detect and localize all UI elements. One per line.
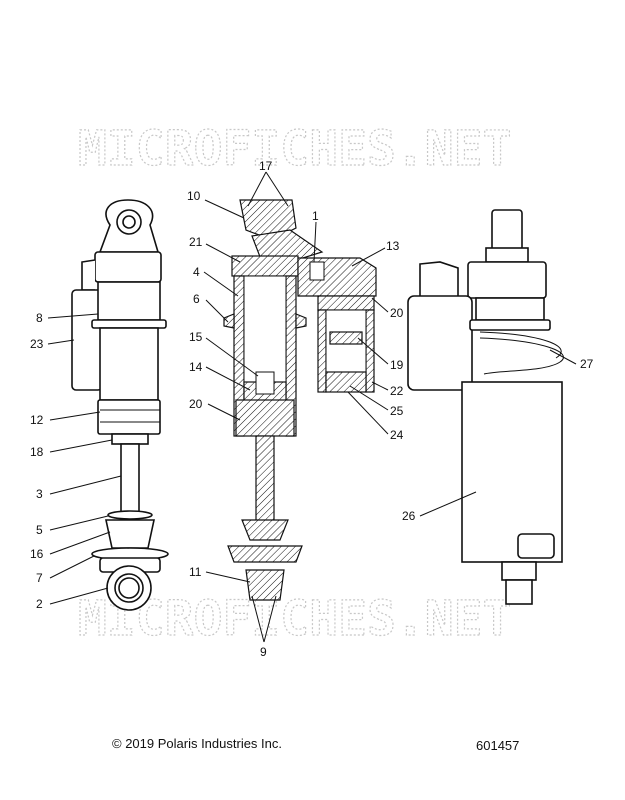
callout-23: 23 xyxy=(30,337,44,351)
callout-20-left: 20 xyxy=(189,397,203,411)
callout-16: 16 xyxy=(30,547,44,561)
callout-13: 13 xyxy=(386,239,400,253)
callout-2: 2 xyxy=(36,597,43,611)
callout-1: 1 xyxy=(312,209,319,223)
leader-lines xyxy=(47,171,577,643)
callout-26: 26 xyxy=(402,509,416,523)
callout-4: 4 xyxy=(193,265,200,279)
callout-3: 3 xyxy=(36,487,43,501)
callout-25: 25 xyxy=(390,404,404,418)
callout-6: 6 xyxy=(193,292,200,306)
callout-27: 27 xyxy=(580,357,594,371)
callout-labels: 17 10 1 13 21 4 6 15 14 20 20 19 22 25 2… xyxy=(30,159,594,659)
watermark-bottom: MICROFICHES.NET xyxy=(78,591,511,647)
callout-19: 19 xyxy=(390,358,404,372)
callout-22: 22 xyxy=(390,384,404,398)
callout-10: 10 xyxy=(187,189,201,203)
callout-17: 17 xyxy=(259,159,273,173)
callout-8: 8 xyxy=(36,311,43,325)
callout-18: 18 xyxy=(30,445,44,459)
callout-12: 12 xyxy=(30,413,44,427)
callout-24: 24 xyxy=(390,428,404,442)
callout-20-right: 20 xyxy=(390,306,404,320)
callout-14: 14 xyxy=(189,360,203,374)
left-shock-assembly xyxy=(71,199,169,611)
copyright-text: © 2019 Polaris Industries Inc. xyxy=(112,736,282,751)
callout-21: 21 xyxy=(189,235,203,249)
drawing-number: 601457 xyxy=(476,738,520,753)
callout-15: 15 xyxy=(189,330,203,344)
callout-11: 11 xyxy=(189,565,202,579)
watermark-top: MICROFICHES.NET xyxy=(78,121,511,177)
callout-5: 5 xyxy=(36,523,43,537)
callout-9: 9 xyxy=(260,645,267,659)
center-section-view xyxy=(223,199,377,601)
callout-7: 7 xyxy=(36,571,43,585)
right-shock-assembly xyxy=(407,209,564,605)
